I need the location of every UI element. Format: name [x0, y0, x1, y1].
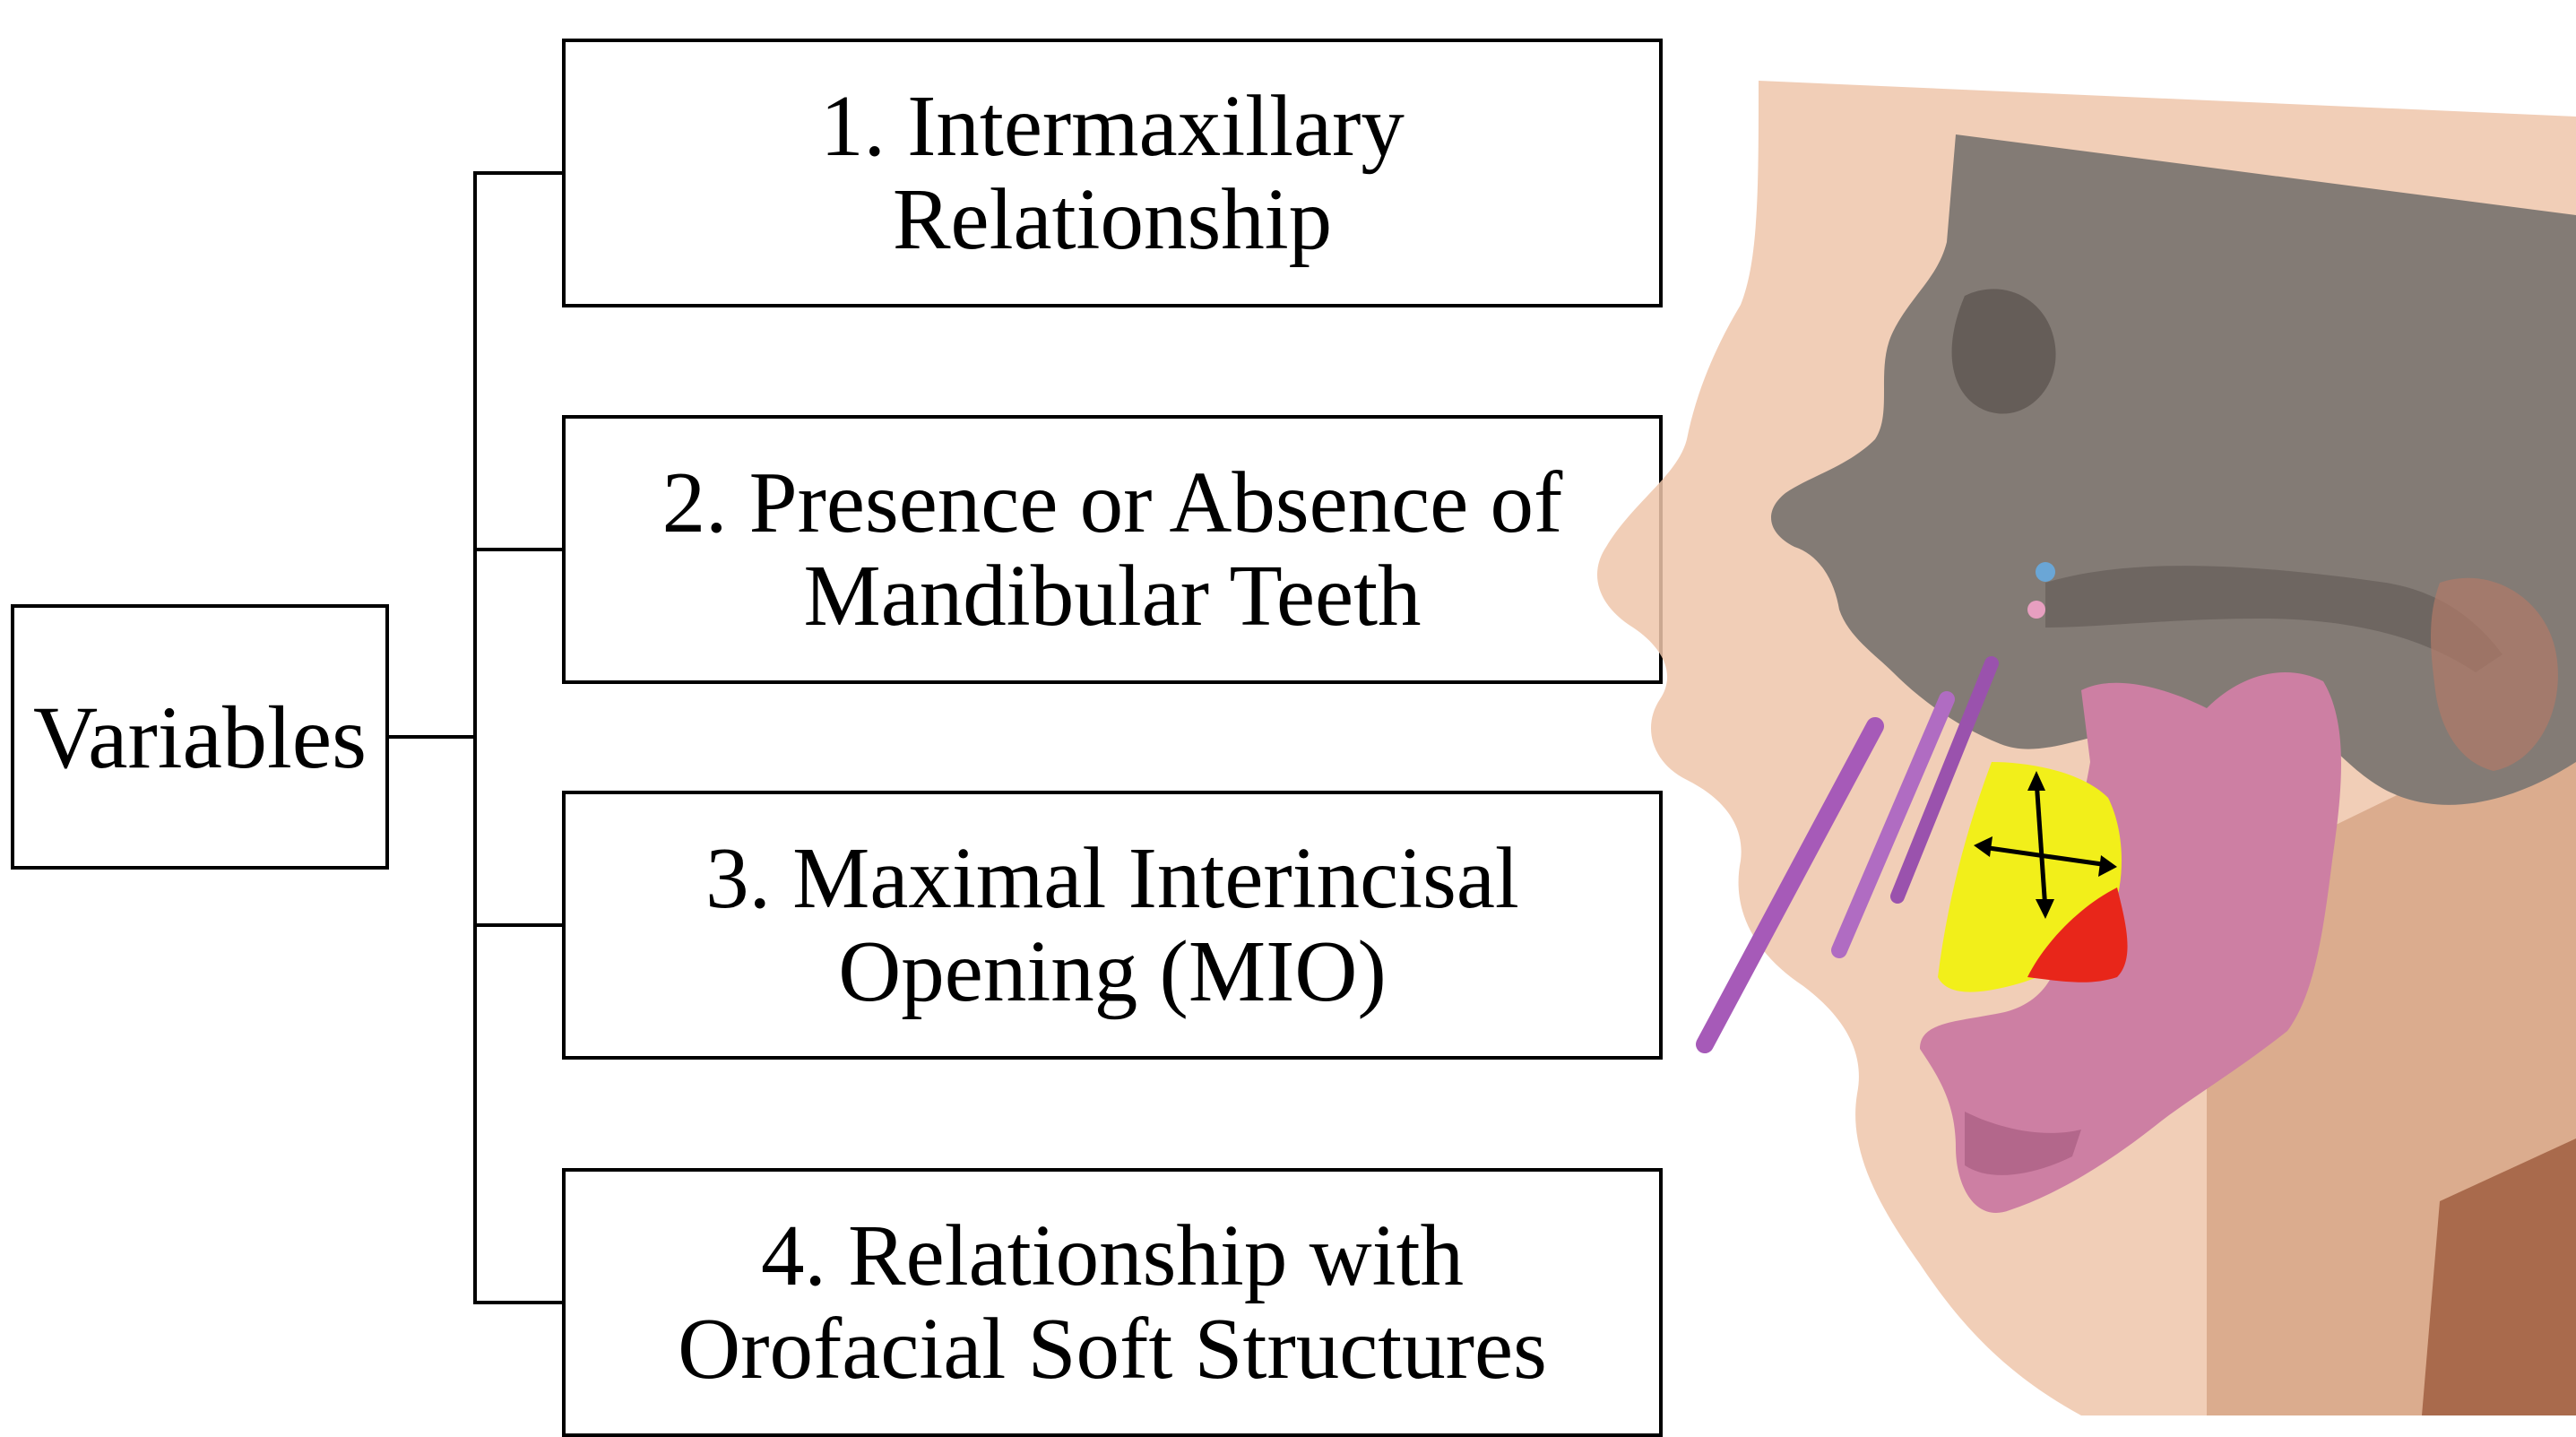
variable-node-3: 3. Maximal Interincisal Opening (MIO) — [562, 791, 1663, 1060]
variable-2-line-2: Mandibular Teeth — [803, 550, 1421, 643]
variable-4-line-2: Orofacial Soft Structures — [678, 1303, 1547, 1396]
variable-node-2: 2. Presence or Absence of Mandibular Tee… — [562, 415, 1663, 684]
variable-node-4: 4. Relationship with Orofacial Soft Stru… — [562, 1168, 1663, 1437]
marker-pink — [2027, 601, 2045, 619]
variable-2-line-1: 2. Presence or Absence of — [662, 456, 1563, 550]
root-label: Variables — [33, 686, 367, 789]
variable-4-line-1: 4. Relationship with — [761, 1209, 1464, 1303]
variable-1-line-2: Relationship — [893, 173, 1332, 266]
marker-blue — [2036, 562, 2055, 582]
variable-1-line-1: 1. Intermaxillary — [820, 80, 1405, 173]
variable-node-1: 1. Intermaxillary Relationship — [562, 39, 1663, 307]
variable-3-line-1: 3. Maximal Interincisal — [705, 832, 1519, 925]
variable-3-line-2: Opening (MIO) — [838, 925, 1387, 1018]
skull-reconstruction-image — [1579, 81, 2576, 1415]
root-node-variables: Variables — [11, 604, 389, 870]
